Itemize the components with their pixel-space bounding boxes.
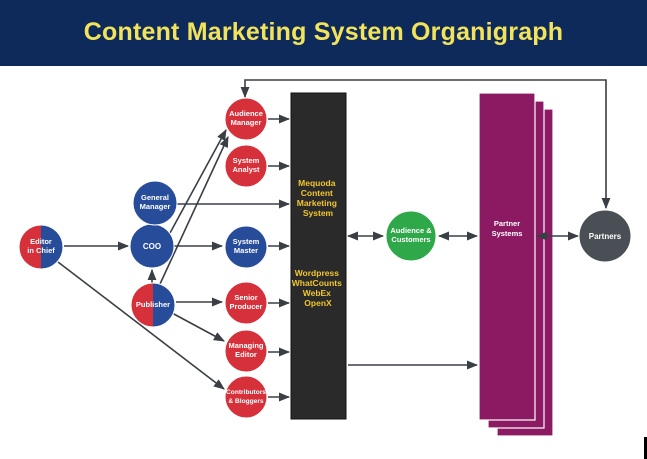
arrow-publisher-audience-manager xyxy=(159,135,229,285)
general-manager-line2: Manager xyxy=(140,202,171,211)
partner-systems-line2: Systems xyxy=(492,229,523,238)
senior-producer-line1: Senior xyxy=(234,293,257,302)
svg-text:Mequoda Content Ma: Mequoda Content Marketing System xyxy=(297,178,340,218)
system-line-mequoda: Mequoda xyxy=(298,178,336,188)
tool-wordpress: Wordpress xyxy=(295,268,340,278)
arrow-publisher-managing-editor xyxy=(171,312,225,342)
tool-webex: WebEx xyxy=(303,288,331,298)
node-contributors-bloggers: Contributors & Bloggers xyxy=(224,375,268,419)
node-coo: COO xyxy=(129,223,175,269)
system-master-line1: System xyxy=(233,237,260,246)
editor-label-line2: in Chief xyxy=(27,246,55,255)
arrow-coo-to-audience-manager xyxy=(169,129,227,234)
svg-text:Wordpress WhatCounts: Wordpress WhatCounts WebEx OpenX xyxy=(292,268,344,308)
editor-label-line1: Editor xyxy=(30,237,52,246)
system-line-system: System xyxy=(303,208,334,218)
audience-manager-line1: Audience xyxy=(229,109,263,118)
coo-label: COO xyxy=(143,242,161,251)
managing-editor-line2: Editor xyxy=(235,350,257,359)
node-audience-customers: Audience &Customers xyxy=(385,210,437,262)
svg-text:Audience &Customers: Audience &Customers xyxy=(390,226,432,244)
audience-customers-line2: Customers xyxy=(391,235,430,244)
publisher-label: Publisher xyxy=(136,300,170,309)
system-analyst-line1: System xyxy=(233,156,260,165)
general-manager-line1: General xyxy=(141,193,169,202)
partner-systems-line1: Partner xyxy=(494,219,520,228)
arrow-partners-loop xyxy=(240,79,611,210)
managing-editor-line1: Managing xyxy=(229,341,264,350)
slide-edge-mark xyxy=(644,437,647,459)
svg-text:Contributors& Bloggers: Contributors & Bloggers xyxy=(226,389,266,405)
title-banner: Content Marketing System Organigraph xyxy=(0,0,647,66)
contributors-line1: Contributors xyxy=(226,389,266,396)
system-master-line2: Master xyxy=(234,246,258,255)
senior-producer-line2: Producer xyxy=(230,302,263,311)
system-analyst-line2: Analyst xyxy=(232,165,260,174)
system-line-content: Content xyxy=(301,188,333,198)
contributors-line2: & Bloggers xyxy=(228,398,264,405)
mequoda-system-block xyxy=(290,92,347,420)
audience-manager-line2: Manager xyxy=(231,118,262,127)
arrow-editor-contributors xyxy=(57,261,225,390)
partners-label: Partners xyxy=(589,232,622,241)
tool-openx: OpenX xyxy=(304,298,332,308)
partner-block-front xyxy=(478,92,536,421)
node-partners: Partners xyxy=(578,209,632,263)
slide-title: Content Marketing System Organigraph xyxy=(83,18,564,46)
audience-customers-line1: Audience & xyxy=(390,226,432,235)
tool-whatcounts: WhatCounts xyxy=(292,278,342,288)
system-line-marketing: Marketing xyxy=(297,198,337,208)
node-publisher: Publisher xyxy=(130,282,176,328)
